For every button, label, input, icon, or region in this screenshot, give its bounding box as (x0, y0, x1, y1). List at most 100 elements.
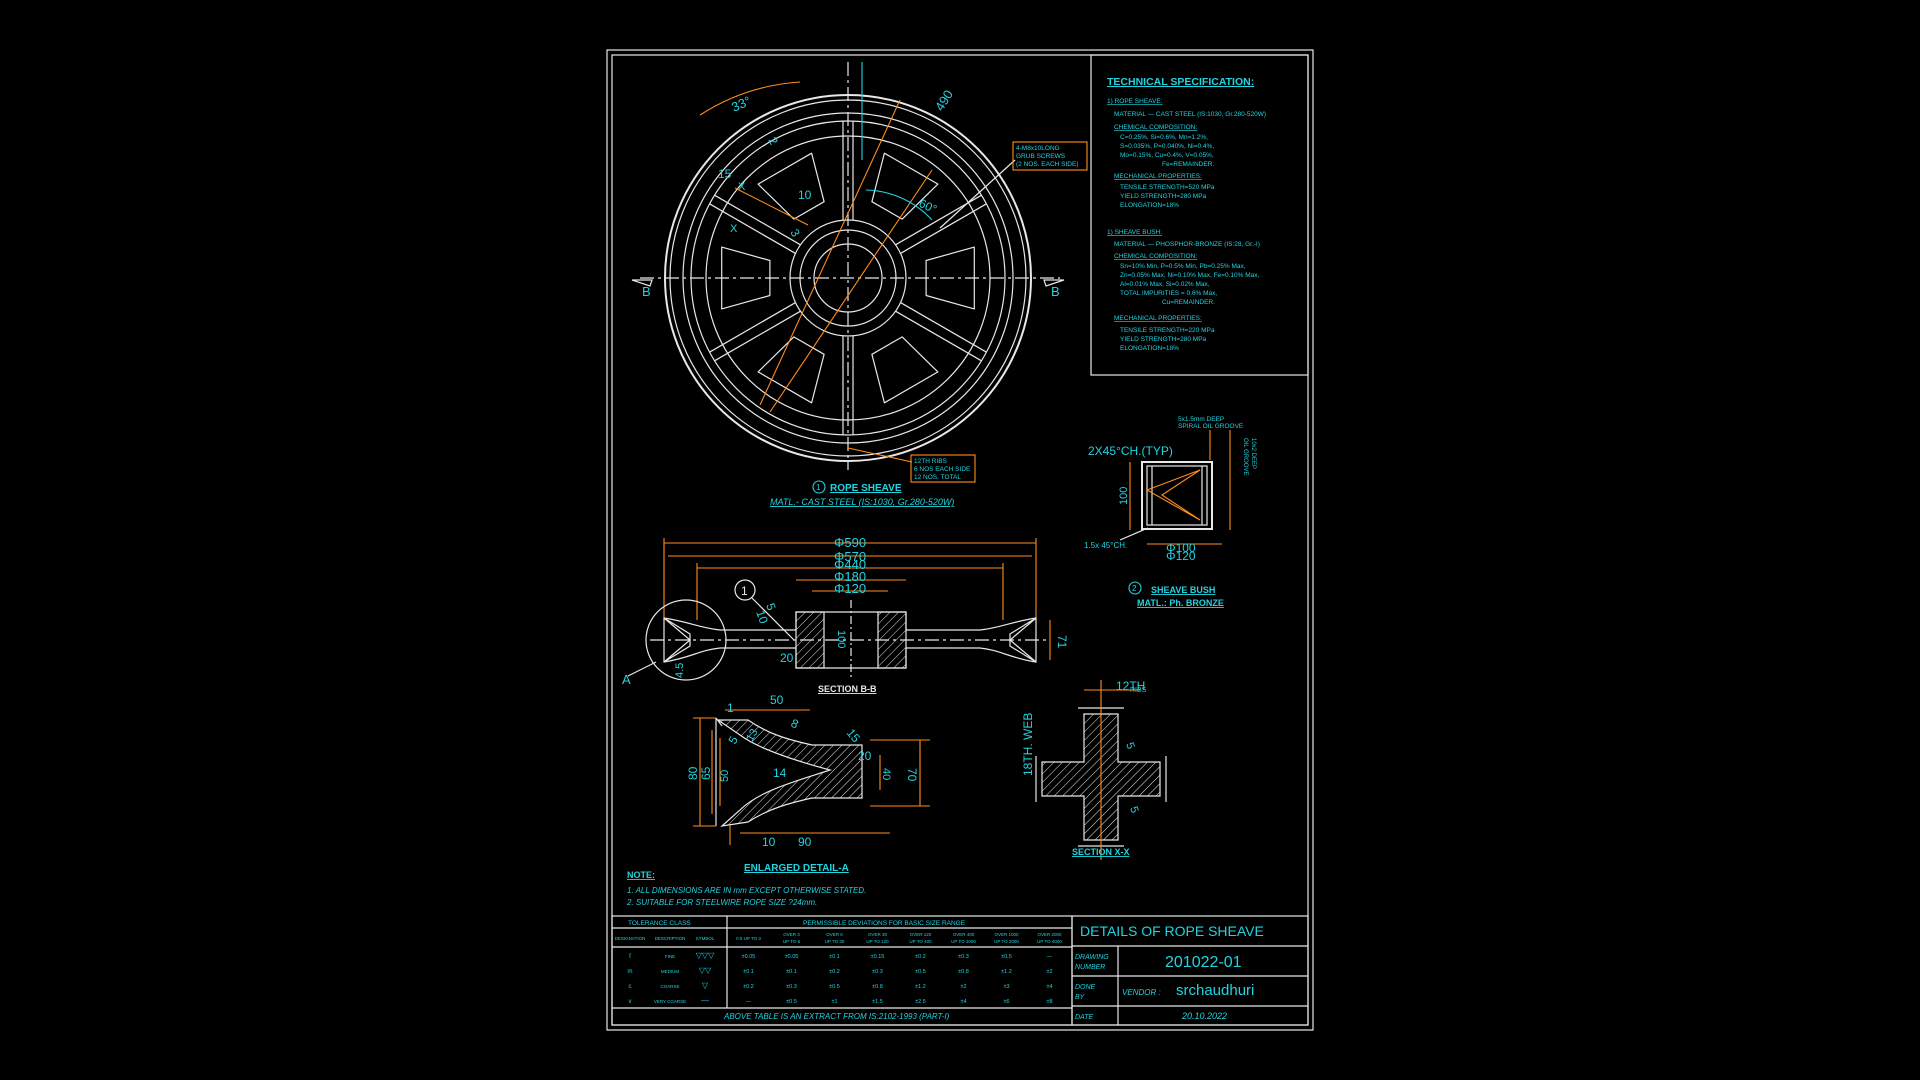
tol-range-head: OVER 3 (783, 932, 800, 937)
tol-value: ±8 (1046, 999, 1052, 1005)
tol-value: ±2 (960, 984, 966, 990)
tol-symbol: ▽▽▽ (696, 951, 715, 960)
tol-range-head: OVER 400 (953, 932, 975, 937)
dim-d180: Φ180 (834, 569, 866, 584)
tol-symbol: ▽ (702, 981, 709, 990)
tol-sub-head: DESCRIPTION (655, 936, 686, 941)
dim-33deg: 33° (729, 93, 753, 115)
detail-dim-50: 50 (770, 693, 784, 707)
tol-class-head: TOLERANCE CLASS (628, 920, 691, 927)
spoke-edge (900, 302, 987, 353)
tol-value: ±2.5 (915, 999, 926, 1005)
tol-value: ±0.2 (915, 954, 926, 960)
part-no-2: 2 (1132, 584, 1137, 593)
enlarged-detail-a: 1 50 8 15 5 13 80 65 50 14 20 40 70 10 9… (686, 693, 930, 874)
spec-mech-line: ELONGATION=18% (1120, 202, 1179, 209)
dim-d120: Φ120 (834, 581, 866, 596)
spec-bush-chem-line: Sn=10% Min, P=0.5% Min, Pb=0.25% Max, (1120, 263, 1246, 270)
sheave-window (757, 336, 825, 404)
tol-value: ±0.5 (915, 969, 926, 975)
rope-sheave-material: MATL.- CAST STEEL (IS:1030, Gr.280-520W) (770, 497, 954, 507)
tol-value: ±0.05 (742, 954, 756, 960)
dim-15: 15 (718, 167, 732, 181)
tol-value: ±0.2 (829, 969, 840, 975)
bush-dim-d120: Φ120 (1166, 549, 1196, 563)
detail-dim-40: 40 (880, 768, 892, 780)
section-bb-view: Φ590 Φ570 Φ440 Φ180 Φ120 A 1 5 10 100 20… (622, 535, 1069, 694)
tol-range-head: UP TO 2000 (994, 939, 1019, 944)
bush-groove-note: 5x1.5mm DEEP (1178, 416, 1224, 423)
xx-web-note: 18TH. WEB (1021, 713, 1035, 776)
tol-value: ±0.1 (786, 969, 797, 975)
spec-chem-head: CHEMICAL COMPOSITION: (1114, 124, 1197, 131)
detail-dim-15: 15 (844, 726, 864, 745)
callout-grub-line: (2 NOS. EACH SIDE) (1016, 161, 1078, 168)
spec-bush-chem-line: Zn=0.05% Max, Ni=0.10% Max, Fe=0.10% Max… (1120, 272, 1259, 279)
detail-dim-20: 20 (858, 749, 872, 763)
spec-chem-line: S=0.035%, P=0.040%, Ni=0.4%, (1120, 143, 1214, 150)
section-mark-b-right: B (1051, 284, 1060, 299)
xx-rib-note-2: RIBS (1130, 687, 1147, 694)
sheave-spokes (709, 121, 987, 435)
bb-dim-100: 100 (835, 630, 847, 648)
spec-title: TECHNICAL SPECIFICATION: (1107, 76, 1254, 88)
tol-range-head: UP TO 4000 (1037, 939, 1062, 944)
enlarged-detail-title: ENLARGED DETAIL-A (744, 863, 849, 874)
section-mark-x-bottom: X (730, 223, 738, 235)
spec-bush-mech-line: TENSILE STRENGTH=220 MPa (1120, 327, 1215, 334)
spoke-edge (900, 203, 987, 254)
tol-symbol: — (701, 996, 709, 1005)
spec-sheave-material: MATERIAL — CAST STEEL (IS:1030, Gr.280-5… (1114, 111, 1266, 118)
notes-head: NOTE: (627, 870, 655, 880)
detail-dim-13: 13 (744, 727, 761, 744)
tol-symbol: ▽▽ (699, 966, 712, 975)
spec-chem-line: Fe=REMAINDER. (1162, 161, 1214, 168)
bush-groove-note: SPIRAL OIL GROOVE (1178, 423, 1244, 430)
spoke-edge (709, 203, 796, 254)
tol-value: ±0.3 (872, 969, 883, 975)
sheave-bush-title: SHEAVE BUSH (1151, 585, 1215, 595)
tol-value: ±0.5 (829, 984, 840, 990)
tol-value: ±1.2 (1001, 969, 1012, 975)
tol-value: ±1.5 (872, 999, 883, 1005)
bush-chamfer-small: 1.5x 45°CH. (1084, 541, 1127, 550)
spec-bush-mech-line: YIELD STRENGTH=280 MPa (1120, 336, 1207, 343)
tol-value: ±0.3 (958, 954, 969, 960)
sheave-window (925, 246, 975, 310)
drawing-number-label: NUMBER (1075, 964, 1105, 971)
vendor-label: VENDOR : (1122, 988, 1161, 997)
tol-description: MEDIUM (661, 969, 679, 974)
tol-range-head: OVER 30 (868, 932, 888, 937)
rope-sheave-front-view: B B 33° 490 60° 15 10 2 3 X X 4-M8x10LON… (631, 62, 1088, 507)
tol-range-head: UP TO 400 (909, 939, 932, 944)
sheave-bush-material: MATL.: Ph. BRONZE (1137, 598, 1224, 608)
spoke-edge (895, 310, 982, 362)
spec-bush-chem-head: CHEMICAL COMPOSITION: (1114, 253, 1197, 260)
section-xx-view: 12TH RIBS 18TH. WEB 5 5 SECTION X-X (1021, 679, 1167, 860)
tol-value: ±1 (831, 999, 837, 1005)
tol-value: ±0.1 (743, 969, 754, 975)
tol-value: ±0.05 (785, 954, 799, 960)
tol-value: ±3 (1003, 984, 1009, 990)
tol-range-head: 0.5 UP TO 3 (736, 936, 761, 941)
tol-range-head: UP TO 1000 (951, 939, 976, 944)
detail-dim-8: 8 (789, 716, 801, 732)
bush-side-note: 10x2 DEEP (1250, 438, 1256, 469)
spec-bush-chem-line: Cu=REMAINDER. (1162, 299, 1215, 306)
tol-range-head: OVER 120 (910, 932, 932, 937)
dim-d440: Φ440 (834, 557, 866, 572)
tol-value: ±0.3 (786, 984, 797, 990)
spoke-edge (714, 194, 801, 246)
tol-value: ±4 (960, 999, 966, 1005)
spoke-edge (714, 310, 801, 362)
spec-sheave-head: 1) ROPE SHEAVE: (1107, 98, 1163, 105)
detail-dim-14: 14 (773, 766, 787, 780)
tol-value: ±1.2 (915, 984, 926, 990)
callout-ribs-line: 6 NOS EACH SIDE (914, 466, 971, 473)
bush-dim-100: 100 (1118, 487, 1130, 505)
dim-60deg: 60° (917, 196, 940, 216)
tol-value: ±6 (1003, 999, 1009, 1005)
done-by-label: DONE (1075, 984, 1096, 991)
xx-dim-5a: 5 (1123, 741, 1136, 751)
tol-footer: ABOVE TABLE IS AN EXTRACT FROM IS:2102-1… (723, 1012, 950, 1021)
